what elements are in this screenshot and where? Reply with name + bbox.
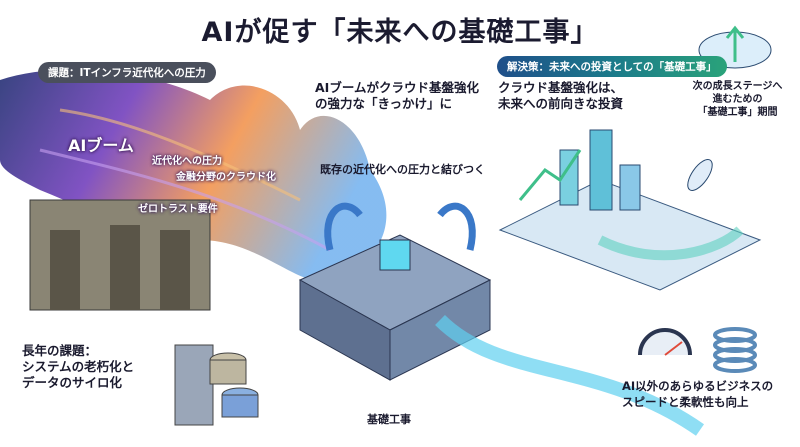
page-title: AIが促す「未来への基礎工事」 xyxy=(201,17,599,48)
future-city-icon xyxy=(498,129,762,291)
speed-gauge-icon xyxy=(638,328,692,356)
issue-block: 長年の課題： システムの老朽化と データのサイロ化 xyxy=(22,343,134,391)
stage-text: 進むための xyxy=(712,94,763,105)
trigger-text: の強力な「きっかけ」に xyxy=(315,96,453,111)
benefit-text: AI以外のあらゆるビジネスの xyxy=(622,379,774,393)
foundation-platform-icon xyxy=(298,202,705,436)
invest-text: クラウド基盤強化は、 xyxy=(498,80,624,95)
benefit-text: スピードと柔軟性も向上 xyxy=(622,395,749,409)
wave-label: ゼロトラスト要件 xyxy=(138,204,218,215)
link-text: 既存の近代化への圧力と結びつく xyxy=(320,163,485,176)
legacy-server-icon xyxy=(174,344,259,426)
foundation-label: 基礎工事 xyxy=(367,413,411,426)
invest-block: クラウド基盤強化は、 未来への前向きな投資 xyxy=(498,80,623,112)
wave-main-label: AIブーム xyxy=(68,136,134,155)
issue-text: データのサイロ化 xyxy=(22,375,123,390)
stage-text: 「基礎工事」期間 xyxy=(697,107,778,118)
issue-badge: 課題：ITインフラ近代化への圧力 xyxy=(38,62,216,83)
wave-label: 金融分野のクラウド化 xyxy=(176,172,276,183)
solution-badge: 解決策：未来への投資としての「基礎工事」 xyxy=(497,56,727,77)
trigger-text: AIブームがクラウド基盤強化 xyxy=(315,80,479,95)
spring-icon xyxy=(713,327,757,373)
wave-label: 近代化への圧力 xyxy=(152,156,222,167)
stage-text: 次の成長ステージへ xyxy=(692,81,783,92)
invest-text: 未来への前向きな投資 xyxy=(498,96,624,111)
ruins-icon xyxy=(29,199,211,311)
issue-text: システムの老朽化と xyxy=(22,359,135,374)
issue-text: 長年の課題： xyxy=(22,343,98,358)
trigger-block: AIブームがクラウド基盤強化 の強力な「きっかけ」に xyxy=(315,80,479,112)
benefit-block: AI以外のあらゆるビジネスの スピードと柔軟性も向上 xyxy=(622,378,773,410)
stage-block: 次の成長ステージへ 進むための 「基礎工事」期間 xyxy=(680,80,795,119)
